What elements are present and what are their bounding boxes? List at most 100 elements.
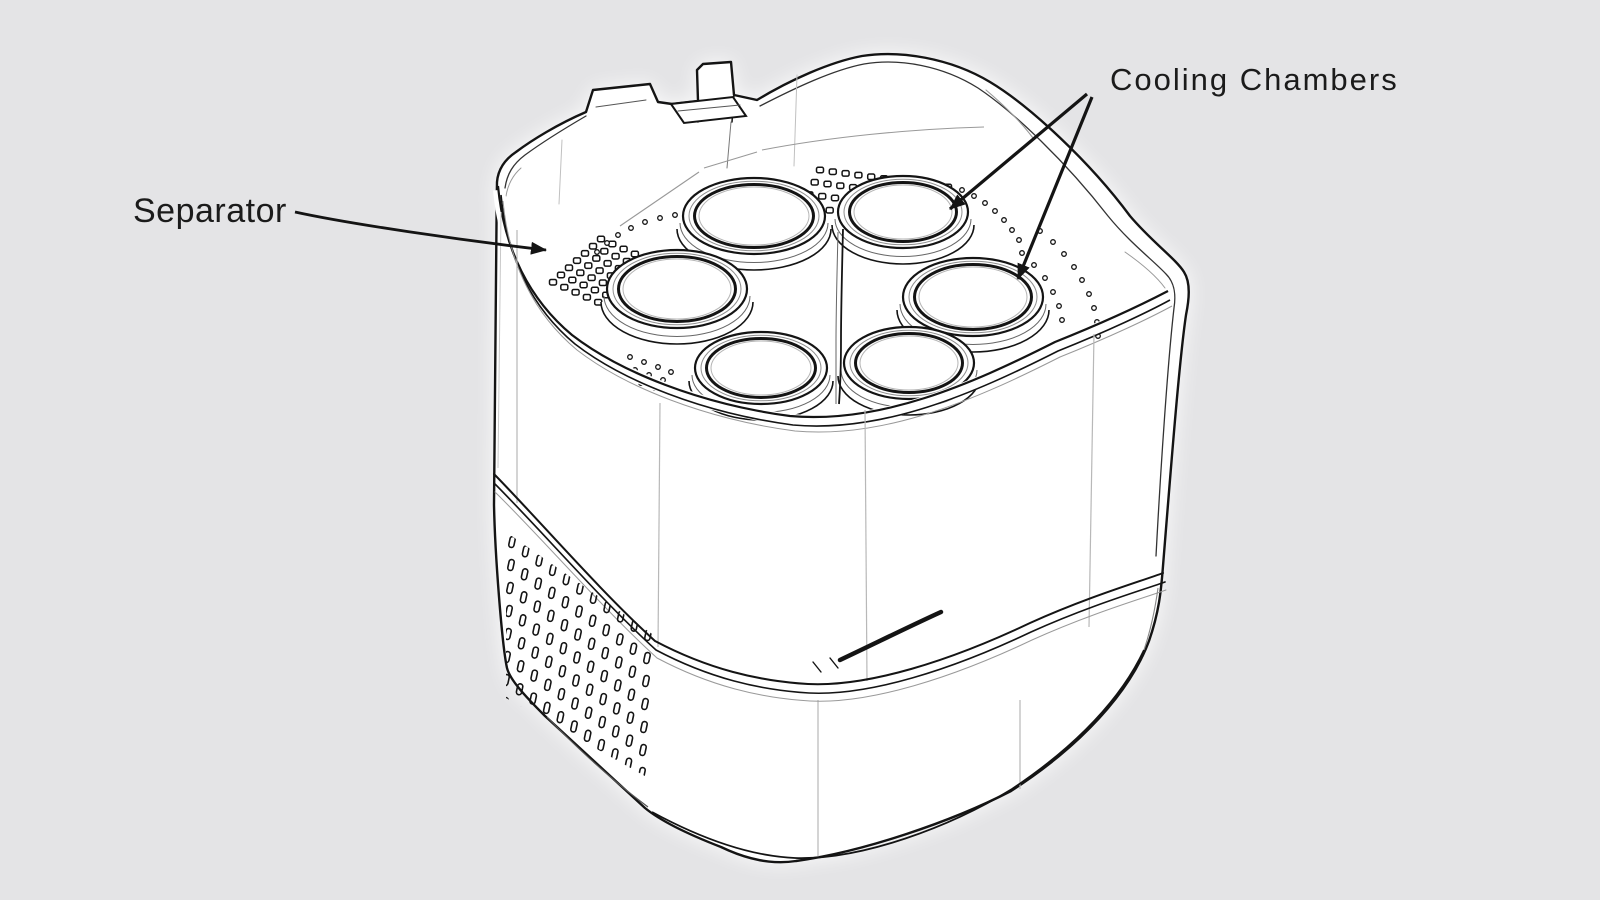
vent-slot	[519, 591, 528, 604]
plate-hole	[810, 178, 819, 186]
plate-hole	[571, 288, 580, 296]
plate-hole	[854, 171, 863, 179]
plate-hole	[556, 271, 566, 279]
cooling-chamber-6	[837, 325, 981, 416]
plate-hole	[828, 168, 838, 176]
plate-dot	[657, 215, 663, 221]
plate-dot	[1071, 264, 1077, 270]
plate-hole	[584, 262, 593, 270]
vent-slot	[614, 656, 623, 669]
vent-slot	[506, 581, 515, 595]
plate-dot	[604, 240, 610, 246]
plate-dot	[1056, 303, 1062, 309]
chamber-inner-wall	[918, 266, 1028, 328]
vent-slot	[584, 706, 593, 720]
plate-dot	[1042, 275, 1048, 281]
vent-slot	[626, 711, 635, 724]
chamber-opening	[705, 337, 817, 399]
device-body	[492, 52, 1190, 864]
chamber-ring-mid	[908, 260, 1038, 334]
plate-dot	[668, 369, 674, 375]
vent-slot	[585, 683, 594, 697]
plate-dot	[992, 208, 998, 214]
plate-hole	[582, 293, 592, 301]
chamber-neck-line	[899, 303, 1047, 345]
vent-slot	[627, 688, 636, 701]
plate-dot	[615, 232, 621, 238]
chamber-opening	[617, 255, 737, 323]
plate-dot	[1061, 251, 1067, 257]
chamber-inner-wall	[853, 184, 953, 240]
vent-slot	[571, 674, 581, 687]
vent-slot	[532, 623, 541, 636]
vent-slot	[529, 692, 538, 705]
cooling-chambers-label: Cooling Chambers	[1110, 62, 1399, 97]
vent-slot	[586, 660, 595, 674]
vent-slot	[557, 687, 566, 701]
base	[546, 587, 1159, 859]
plate-hole	[568, 276, 577, 284]
chamber-ring-mid	[843, 178, 963, 246]
plate-hole	[600, 247, 609, 255]
vent-slot	[642, 651, 652, 665]
plate-dot	[1050, 289, 1056, 295]
plate-dot	[642, 219, 648, 225]
separator-arrow	[294, 210, 547, 255]
vent-slot	[638, 743, 648, 757]
chamber-inner-wall	[698, 186, 810, 246]
plate-hole	[592, 254, 601, 262]
back-wall	[504, 61, 1176, 557]
plate-hole	[825, 206, 834, 214]
vent-slot	[506, 558, 516, 572]
center-divider-fin	[835, 228, 844, 405]
cooling-chambers-arrow-1	[948, 92, 1089, 211]
chamber-opening	[693, 183, 815, 249]
chamber-ring-mid	[849, 329, 969, 397]
plate-hole	[596, 235, 606, 243]
plate-hole	[817, 192, 827, 200]
plate-dot	[655, 364, 661, 370]
annotations: Separator Cooling Chambers	[133, 62, 1399, 280]
plate-dot	[1086, 291, 1092, 297]
vent-slot	[515, 683, 524, 696]
chamber-inner-wall	[622, 258, 732, 320]
plate-hole	[815, 166, 825, 174]
vent-slot	[615, 633, 624, 646]
cooling-chamber-2	[831, 174, 975, 265]
vent-slot	[506, 604, 514, 618]
vent-slot	[530, 669, 539, 682]
vent-slot	[559, 641, 568, 655]
plate-dot	[1016, 237, 1022, 243]
chamber-neck-line	[603, 295, 751, 337]
vent-slot	[602, 623, 611, 637]
vent-slot	[534, 577, 543, 590]
vent-slot	[545, 632, 554, 646]
plate-hole	[572, 257, 582, 265]
plate-hole	[830, 194, 840, 202]
lid-rim	[493, 185, 1173, 433]
plate-hole	[603, 259, 612, 267]
chamber-inner-wall	[859, 335, 959, 391]
vent-slot	[601, 646, 610, 660]
vent-slot	[517, 637, 526, 650]
plate-hole	[587, 274, 596, 282]
plate-hole	[619, 245, 628, 253]
vent-slot	[629, 642, 638, 655]
plate-dot	[672, 212, 678, 218]
plate-dot	[628, 225, 634, 231]
plate-hole	[588, 242, 598, 250]
vent-slot	[597, 738, 606, 752]
vent-slot	[546, 609, 555, 623]
vent-slot	[611, 725, 620, 738]
plate-dot	[594, 249, 600, 255]
plate-hole	[836, 182, 845, 190]
plate-dot	[641, 359, 647, 365]
vent-slot	[547, 586, 556, 600]
vent-slot	[583, 729, 592, 743]
plate-hole	[580, 249, 590, 257]
chamber-ring-mid	[612, 252, 742, 326]
chamber-opening	[913, 263, 1033, 331]
chamber-ring-mid	[688, 180, 820, 252]
plate-hole	[564, 264, 574, 272]
